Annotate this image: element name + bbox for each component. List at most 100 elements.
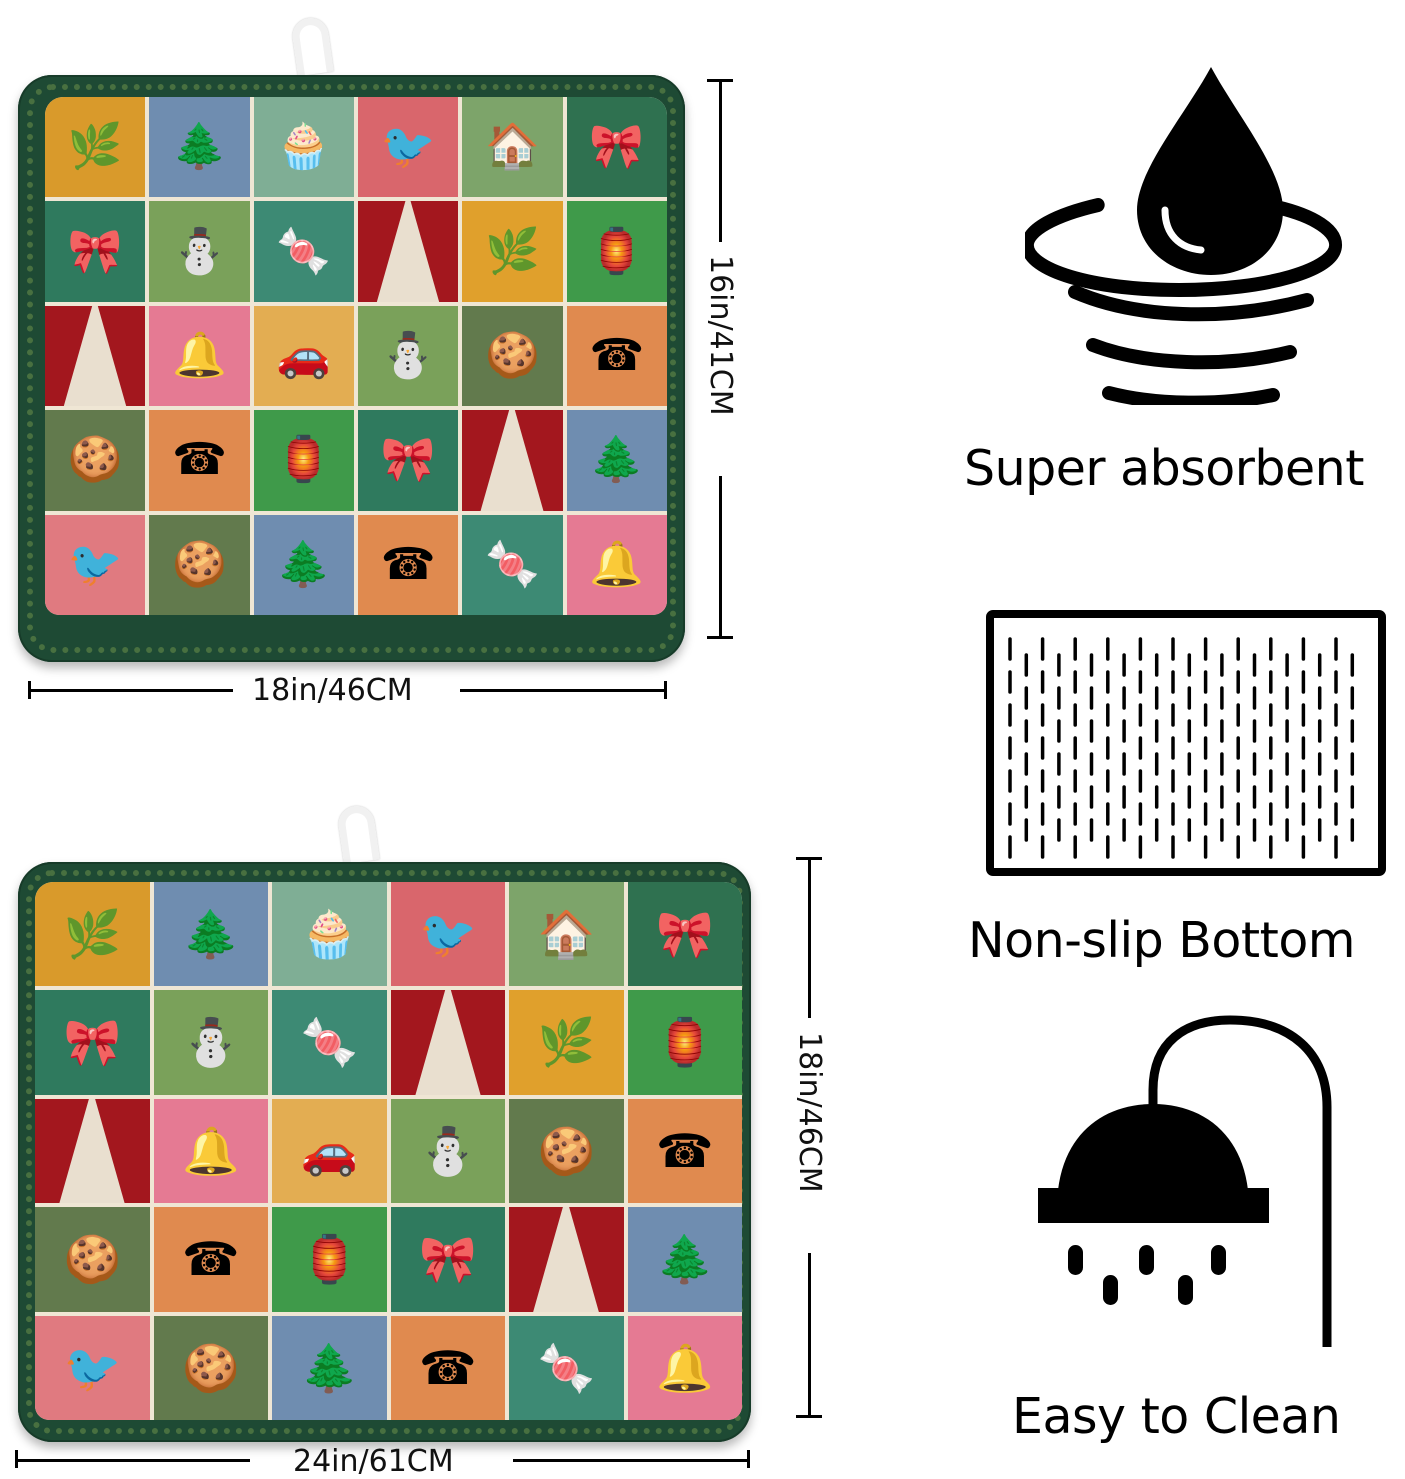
dimension-line [719, 476, 722, 638]
tile-wreath: 🎀 [390, 1207, 505, 1312]
tile-snowman: ⛄ [149, 201, 250, 302]
width-label: 24in/61CM [293, 1444, 454, 1479]
phone-booth-icon: ☎ [655, 1123, 714, 1178]
tile-cardinal: 🐦 [358, 97, 459, 198]
tile-snowy-cabin: 🏠 [462, 97, 563, 198]
tile-tree [45, 305, 146, 407]
tile-candy-canes: 🍬 [272, 990, 387, 1095]
tree-icon [374, 201, 443, 302]
phone-booth-icon: ☎ [589, 329, 645, 381]
dimension-cap [747, 1450, 750, 1468]
wreath-icon: 🎀 [418, 1232, 477, 1287]
tile-gingerbread: 🍪 [153, 1315, 268, 1420]
candy-canes-icon: 🍬 [300, 1015, 358, 1070]
tile-mistletoe: 🌿 [35, 882, 150, 987]
tile-wreath: 🎀 [627, 882, 742, 987]
tile-tree [390, 990, 505, 1095]
pinecones-icon: 🌲 [589, 434, 645, 486]
tile-lantern: 🏮 [272, 1207, 387, 1312]
tile-bells: 🔔 [149, 305, 250, 407]
tile-snowman: ⛄ [390, 1098, 505, 1204]
candy-canes-icon: 🍬 [276, 225, 332, 277]
tile-lantern: 🏮 [566, 201, 667, 302]
mat-decorative-trim [27, 84, 676, 653]
tile-candy-canes: 🍬 [509, 1315, 624, 1420]
tile-pinecones: 🌲 [272, 1315, 387, 1420]
candy-canes-icon: 🍬 [537, 1340, 595, 1395]
tile-bells: 🔔 [566, 514, 667, 615]
tile-snowman: ⛄ [358, 305, 459, 407]
tree-icon [478, 410, 547, 511]
wreath-icon: 🎀 [655, 907, 714, 962]
mistletoe-icon: 🌿 [67, 121, 123, 173]
tile-phone-booth: ☎ [627, 1098, 742, 1204]
gingerbread-icon: 🍪 [537, 1123, 595, 1178]
dimension-line [808, 1253, 811, 1417]
dimension-line [808, 857, 811, 1018]
phone-booth-icon: ☎ [418, 1340, 477, 1395]
mistletoe-icon: 🌿 [537, 1015, 595, 1070]
pinecones-icon: 🌲 [181, 907, 240, 962]
cardinal-icon: 🐦 [67, 538, 123, 590]
bells-icon: 🔔 [172, 329, 227, 381]
feature-label: Non-slip Bottom [968, 912, 1356, 969]
dimension-cap [707, 636, 733, 639]
tree-icon [530, 1207, 602, 1312]
tile-grid: 🌿🌲🧁🐦🏠🎀🎀⛄🍬🌿🏮🔔🚗⛄🍪☎🍪☎🏮🎀🌲🐦🍪🌲☎🍬🔔 [45, 97, 667, 615]
cupcake-icon: 🧁 [300, 907, 358, 962]
tile-phone-booth: ☎ [566, 305, 667, 407]
tree-icon [61, 305, 130, 407]
pinecones-icon: 🌲 [300, 1340, 358, 1395]
bells-icon: 🔔 [655, 1340, 714, 1395]
height-label: 16in/41CM [703, 255, 738, 416]
tile-phone-booth: ☎ [390, 1315, 505, 1420]
tile-pinecones: 🌲 [253, 514, 354, 615]
wreath-icon: 🎀 [67, 225, 123, 277]
height-label: 18in/46CM [792, 1032, 827, 1193]
wreath-icon: 🎀 [380, 434, 436, 486]
snowman-icon: ⛄ [418, 1123, 477, 1178]
phone-booth-icon: ☎ [380, 538, 436, 590]
tile-wreath: 🎀 [566, 97, 667, 198]
tile-tree [462, 410, 563, 511]
dimension-line [513, 1459, 749, 1462]
tile-cupcake: 🧁 [272, 882, 387, 987]
dimension-line [719, 79, 722, 242]
tile-snowman: ⛄ [153, 990, 268, 1095]
tile-pinecones: 🌲 [149, 97, 250, 198]
snowman-icon: ⛄ [380, 329, 436, 381]
tile-wreath: 🎀 [45, 201, 146, 302]
tile-gingerbread: 🍪 [509, 1098, 624, 1204]
cardinal-icon: 🐦 [63, 1340, 121, 1395]
pinecones-icon: 🌲 [655, 1232, 714, 1287]
tile-lantern: 🏮 [253, 410, 354, 511]
tile-tree [35, 1098, 150, 1204]
pinecones-icon: 🌲 [276, 538, 332, 590]
tile-gingerbread: 🍪 [149, 514, 250, 615]
tile-bells: 🔔 [627, 1315, 742, 1420]
tile-cardinal: 🐦 [35, 1315, 150, 1420]
cardinal-icon: 🐦 [380, 121, 436, 173]
mistletoe-icon: 🌿 [485, 225, 540, 277]
bells-icon: 🔔 [589, 538, 645, 590]
tile-snowy-cabin: 🏠 [509, 882, 624, 987]
tile-cardinal: 🐦 [45, 514, 146, 615]
snowy-cabin-icon: 🏠 [537, 907, 595, 962]
tile-candy-canes: 🍬 [253, 201, 354, 302]
tile-phone-booth: ☎ [358, 514, 459, 615]
dimension-line [460, 689, 666, 692]
width-label: 18in/46CM [252, 673, 413, 708]
water-drop-icon [1025, 67, 1343, 405]
hanging-loop [336, 803, 380, 865]
gingerbread-icon: 🍪 [485, 329, 540, 381]
red-car-icon: 🚗 [300, 1123, 358, 1178]
tile-red-car: 🚗 [253, 305, 354, 407]
snowman-icon: ⛄ [181, 1015, 240, 1070]
gingerbread-icon: 🍪 [67, 434, 123, 486]
lantern-icon: 🏮 [655, 1015, 714, 1070]
tile-mistletoe: 🌿 [462, 201, 563, 302]
dimension-line [15, 1459, 250, 1462]
tile-wreath: 🎀 [35, 990, 150, 1095]
tile-candy-canes: 🍬 [462, 514, 563, 615]
pinecones-icon: 🌲 [172, 121, 227, 173]
